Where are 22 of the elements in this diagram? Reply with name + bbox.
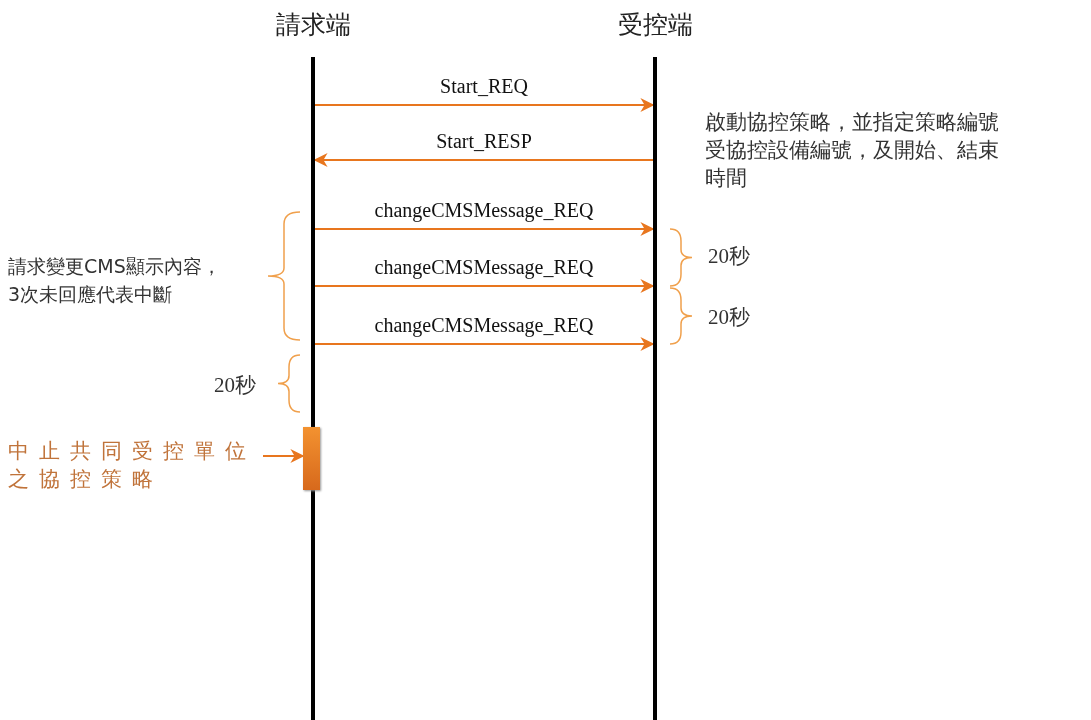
annotation-text: 請求變更CMS顯示內容，3次未回應代表中斷 xyxy=(8,254,222,307)
duration-label: 20秒 xyxy=(214,372,257,399)
message-arrow xyxy=(315,337,655,351)
note-text: 中止共同受控單位之協控策略 xyxy=(8,437,263,493)
message-arrow xyxy=(315,98,655,112)
activation-bar xyxy=(303,427,320,490)
message-arrow xyxy=(315,279,655,293)
message-label: changeCMSMessage_REQ xyxy=(373,256,595,279)
message-label: Start_RESP xyxy=(435,130,533,153)
message-arrow xyxy=(313,153,653,167)
lifeline-heading: 受控端 xyxy=(616,10,694,40)
message-label: changeCMSMessage_REQ xyxy=(373,314,595,337)
message-arrow xyxy=(315,222,655,236)
message-label: changeCMSMessage_REQ xyxy=(373,199,595,222)
message-label: Start_REQ xyxy=(439,75,529,98)
message-arrow xyxy=(263,449,305,463)
lifeline xyxy=(311,57,315,720)
duration-label: 20秒 xyxy=(708,243,751,270)
lifeline-heading: 請求端 xyxy=(274,10,352,40)
duration-label: 20秒 xyxy=(708,304,751,331)
annotation-text: 啟動協控策略，並指定策略編號受協控設備編號，及開始、結束時間 xyxy=(705,109,1000,192)
lifeline xyxy=(653,57,657,720)
